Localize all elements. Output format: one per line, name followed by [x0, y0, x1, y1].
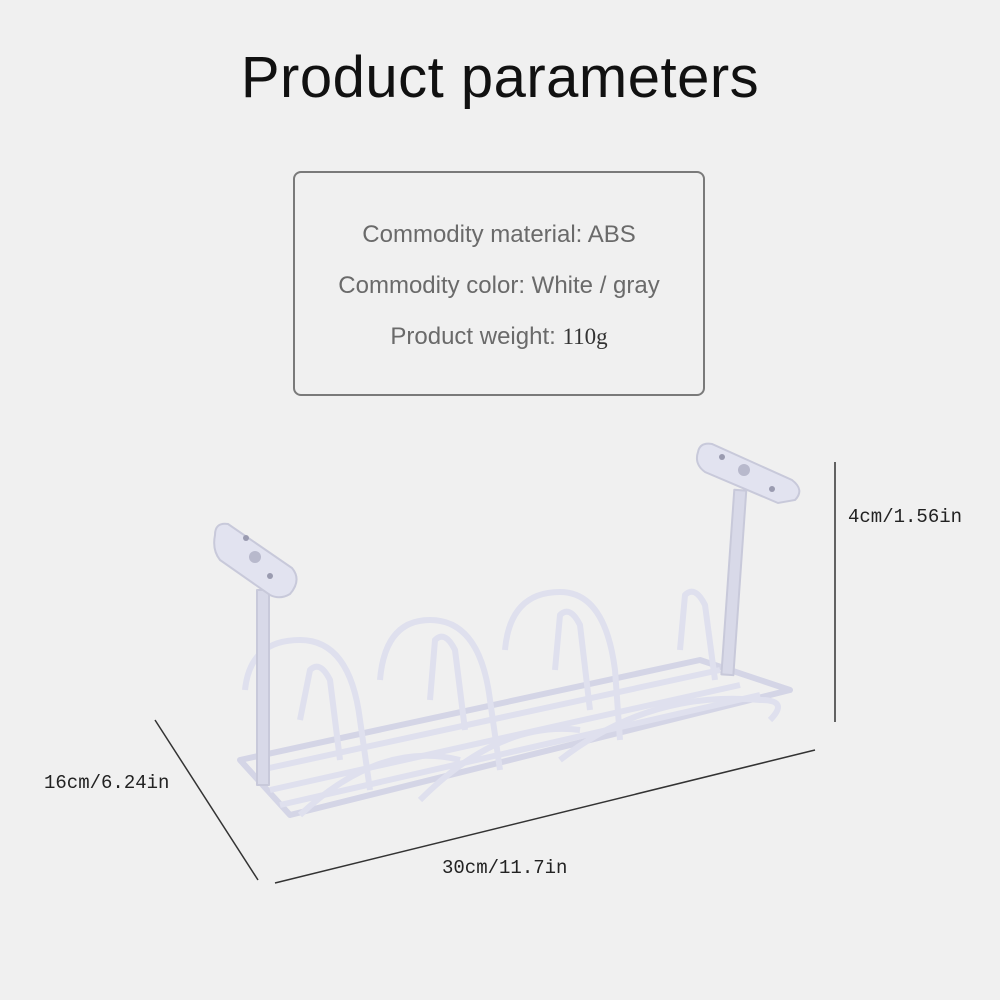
parameters-box: Commodity material: ABS Commodity color:…	[293, 171, 705, 396]
material-row: Commodity material: ABS	[295, 221, 703, 249]
weight-row: Product weight: 110g	[295, 323, 703, 351]
mounting-plate-left	[213, 522, 298, 599]
material-label: Commodity material:	[362, 221, 583, 248]
page-title: Product parameters	[240, 45, 760, 110]
width-dimension-label: 30cm/11.7in	[442, 857, 568, 879]
color-value: White / gray	[531, 272, 660, 299]
height-dimension-label: 4cm/1.56in	[848, 506, 963, 528]
weight-label: Product weight:	[390, 323, 556, 350]
mounting-plate-right	[695, 442, 801, 505]
material-value: ABS	[587, 221, 636, 248]
cable-tray-drawing	[237, 488, 793, 818]
weight-value: 110g	[562, 324, 608, 349]
depth-dimension-label: 16cm/6.24in	[44, 772, 170, 794]
color-label: Commodity color:	[338, 272, 525, 299]
dimension-lines	[154, 462, 836, 884]
color-row: Commodity color: White / gray	[295, 272, 703, 300]
